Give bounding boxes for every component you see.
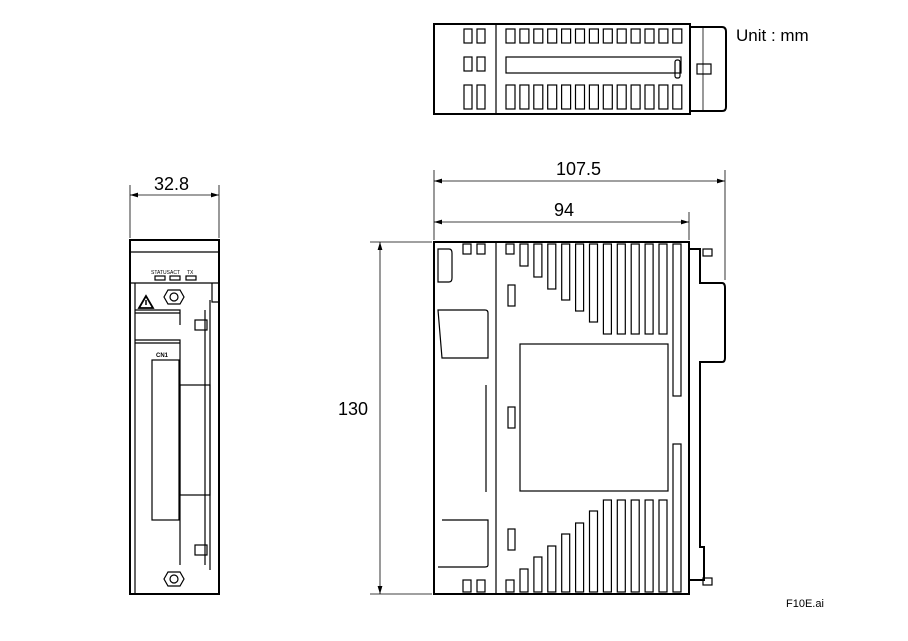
vent-slot (505, 56, 682, 74)
vent-slot (463, 28, 473, 44)
warning-icon (137, 294, 155, 309)
vent-slot (560, 84, 572, 110)
vent-slot (588, 84, 600, 110)
vent-slot (672, 443, 682, 593)
vent-slot (505, 28, 516, 44)
vent-slot (519, 568, 529, 593)
vent-slot (505, 243, 515, 255)
vent-slot (519, 243, 529, 267)
vent-slot (616, 499, 626, 593)
vent-slot (462, 579, 472, 593)
led-label-tx: TX (187, 270, 194, 276)
vent-slot (616, 243, 626, 335)
vent-slot (533, 556, 543, 593)
dimension-front-width: 32.8 (129, 174, 220, 238)
dimension-overall-depth: 107.5 (433, 159, 726, 280)
vent-slot (574, 28, 586, 44)
vent-slot (533, 243, 543, 278)
dimension-body-depth: 94 (434, 200, 690, 240)
top-view (433, 23, 727, 115)
vent-slot (505, 579, 515, 593)
dimension-height: 130 (338, 241, 432, 595)
vent-slot (476, 28, 486, 44)
dimension-label-130: 130 (338, 399, 368, 419)
dimension-label-94: 94 (554, 200, 574, 220)
vent-slot (658, 499, 668, 593)
vent-slot (547, 545, 557, 593)
connector-label: CN1 (156, 353, 169, 359)
vent-slot (602, 84, 613, 110)
vent-slot (588, 28, 600, 44)
vent-slot (630, 243, 640, 335)
vent-slot (672, 243, 682, 397)
vent-slot (574, 84, 586, 110)
led-label-status: STATUS (151, 270, 171, 276)
vent-slot (658, 243, 668, 335)
vent-slot (533, 84, 544, 110)
vent-slot (658, 28, 669, 44)
vent-slot (602, 243, 613, 335)
vent-slot (476, 579, 486, 593)
vent-slot (588, 510, 599, 593)
vent-slot (476, 243, 486, 255)
led-label-act: ACT (170, 270, 180, 276)
vent-slot (505, 84, 516, 110)
vent-slot (547, 243, 557, 290)
vent-slot (588, 243, 599, 323)
vent-slot (547, 84, 558, 110)
vent-slot (519, 28, 530, 44)
file-label: F10E.ai (786, 598, 824, 610)
screw-bottom-icon (163, 571, 185, 587)
screw-top-icon (163, 289, 185, 305)
vent-slot (463, 56, 473, 72)
vent-slot (658, 84, 669, 110)
vent-slot (476, 84, 486, 110)
vent-slot (672, 28, 683, 44)
vent-slot (462, 243, 472, 255)
vent-slot (630, 28, 641, 44)
vent-slot (630, 499, 640, 593)
vent-slot (463, 84, 473, 110)
vent-slot (602, 28, 613, 44)
vent-slot (630, 84, 641, 110)
front-view: STATUS ACT TX CN1 (129, 239, 220, 595)
vent-slot (547, 28, 558, 44)
dimension-label-107-5: 107.5 (556, 159, 601, 179)
vent-slot (560, 28, 572, 44)
vent-slot (476, 56, 486, 72)
vent-slot (519, 84, 530, 110)
vent-slot (561, 533, 571, 593)
vent-slot (644, 84, 655, 110)
unit-label: Unit : mm (736, 26, 809, 45)
vent-slot (533, 28, 544, 44)
vent-slot (644, 499, 654, 593)
vent-slot (616, 28, 627, 44)
vent-slot (574, 522, 585, 593)
vent-slot (616, 84, 627, 110)
vent-slot (644, 28, 655, 44)
vent-slot (644, 243, 654, 335)
vent-slot (574, 243, 585, 312)
vent-slot (561, 243, 571, 301)
dimension-label-32-8: 32.8 (154, 174, 189, 194)
side-view (433, 241, 726, 595)
vent-slot (602, 499, 613, 593)
vent-slot (672, 84, 683, 110)
